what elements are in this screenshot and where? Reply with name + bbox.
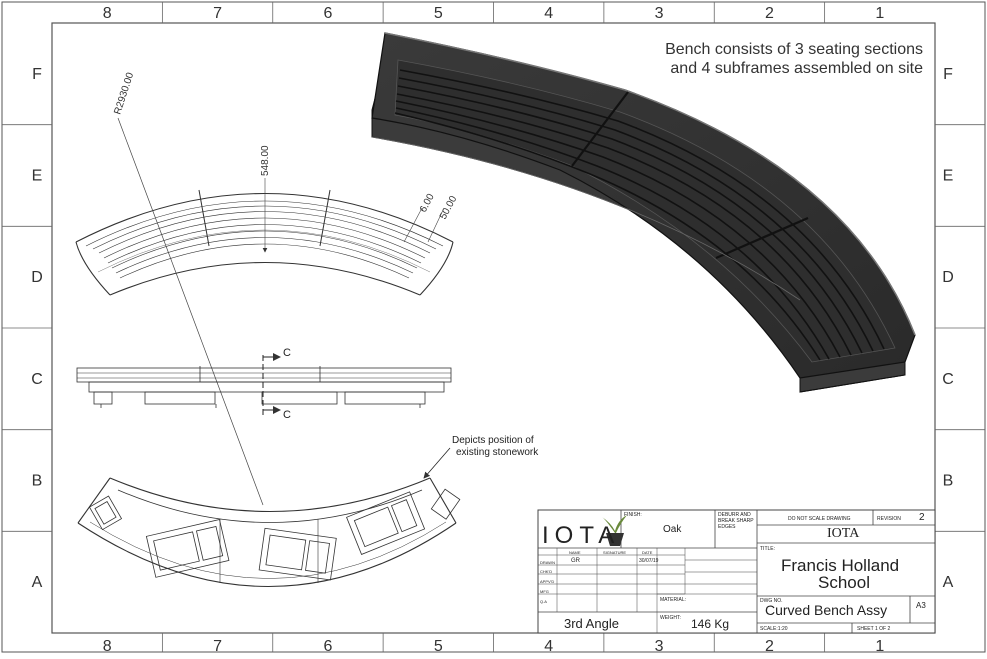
note-line-1: Bench consists of 3 seating sections bbox=[665, 41, 923, 58]
border-column-label-bottom-6: 6 bbox=[323, 638, 332, 654]
depth-dim-label: 548.00 bbox=[260, 145, 271, 176]
logo-text: IOTA bbox=[542, 522, 621, 549]
border-column-label-top-3: 3 bbox=[655, 5, 664, 22]
stonework-annotation-line1: Depicts position of bbox=[452, 435, 534, 446]
front-view bbox=[76, 366, 452, 408]
border-row-label-left-E: E bbox=[32, 168, 43, 185]
border-row-label-left-C: C bbox=[31, 371, 43, 388]
scale-label: SCALE:1:20 bbox=[760, 626, 788, 632]
project-title-line-1: Francis Holland bbox=[781, 556, 900, 575]
drawn-by-name: GR bbox=[571, 558, 580, 564]
material-label: MATERIAL: bbox=[660, 597, 687, 603]
isometric-bench-view bbox=[371, 32, 916, 393]
row-drawn-label: DRAWN bbox=[540, 560, 555, 565]
weight-label: WEIGHT: bbox=[660, 615, 681, 621]
title-label: TITLE: bbox=[760, 546, 776, 552]
border-column-label-top-5: 5 bbox=[434, 5, 443, 22]
border-row-label-left-F: F bbox=[32, 66, 42, 83]
deburr-line-1: DEBURR AND bbox=[718, 512, 751, 518]
border-column-label-bottom-7: 7 bbox=[213, 638, 222, 654]
deburr-line-2: BREAK SHARP bbox=[718, 518, 754, 524]
col-signature-header: SIGNATURE bbox=[603, 550, 627, 555]
border-column-label-top-6: 6 bbox=[323, 5, 332, 22]
title-block bbox=[537, 509, 936, 634]
col-name-header: NAME bbox=[569, 550, 581, 555]
stonework-annotation-line2: existing stonework bbox=[456, 447, 539, 458]
border-row-label-right-C: C bbox=[942, 371, 954, 388]
section-line-c bbox=[262, 353, 281, 415]
finish-label: FINISH: bbox=[624, 512, 642, 518]
revision-label: REVISION bbox=[877, 516, 901, 522]
company-name: IOTA bbox=[827, 526, 860, 541]
iota-logo-plant-icon bbox=[602, 515, 627, 546]
slat-dim-label: 50.00 bbox=[438, 194, 460, 222]
border-row-label-right-E: E bbox=[943, 168, 954, 185]
border-column-label-bottom-4: 4 bbox=[544, 638, 553, 654]
border-column-label-top-4: 4 bbox=[544, 5, 553, 22]
border-row-label-right-A: A bbox=[943, 574, 954, 591]
border-row-label-right-F: F bbox=[943, 66, 953, 83]
note-line-2: and 4 subframes assembled on site bbox=[670, 60, 923, 77]
border-row-label-right-D: D bbox=[942, 269, 954, 286]
col-date-header: DATE bbox=[642, 550, 653, 555]
bottom-view bbox=[77, 447, 461, 587]
project-title-line-2: School bbox=[818, 573, 870, 592]
row-qa-label: Q.A bbox=[540, 599, 547, 604]
border-row-label-right-B: B bbox=[943, 473, 954, 490]
row-appvd-label: APPV'D bbox=[540, 579, 555, 584]
do-not-scale-label: DO NOT SCALE DRAWING bbox=[788, 516, 851, 522]
weight-value: 146 Kg bbox=[691, 617, 730, 631]
sheet-size: A3 bbox=[916, 601, 926, 610]
finish-value: Oak bbox=[663, 524, 682, 535]
border-column-label-top-2: 2 bbox=[765, 5, 774, 22]
sheet-number: SHEET 1 OF 2 bbox=[857, 626, 891, 632]
border-column-label-bottom-8: 8 bbox=[103, 638, 112, 654]
border-column-label-top-7: 7 bbox=[213, 5, 222, 22]
section-marker-top: C bbox=[283, 347, 291, 359]
dwg-no-value: Curved Bench Assy bbox=[765, 602, 888, 618]
drawn-date: 30/07/19 bbox=[639, 558, 659, 564]
plan-view bbox=[75, 117, 454, 506]
section-marker-bottom: C bbox=[283, 409, 291, 421]
row-chkd-label: CHK'D bbox=[540, 569, 553, 574]
border-column-label-top-1: 1 bbox=[875, 5, 884, 22]
border-column-label-top-8: 8 bbox=[103, 5, 112, 22]
radius-dim-label: R2930.00 bbox=[112, 71, 136, 116]
border-column-label-bottom-3: 3 bbox=[655, 638, 664, 654]
border-row-label-left-A: A bbox=[32, 574, 43, 591]
border-column-label-bottom-1: 1 bbox=[875, 638, 884, 654]
border-row-label-left-B: B bbox=[32, 473, 43, 490]
projection-label: 3rd Angle bbox=[564, 616, 619, 631]
deburr-line-3: EDGES bbox=[718, 524, 736, 530]
border-column-label-bottom-2: 2 bbox=[765, 638, 774, 654]
dwg-no-label: DWG NO. bbox=[760, 598, 783, 604]
border-column-label-bottom-5: 5 bbox=[434, 638, 443, 654]
revision-value: 2 bbox=[919, 512, 925, 523]
border-row-label-left-D: D bbox=[31, 269, 43, 286]
row-mfg-label: MFG bbox=[540, 589, 549, 594]
gap-dim-label: 6.00 bbox=[418, 192, 437, 215]
